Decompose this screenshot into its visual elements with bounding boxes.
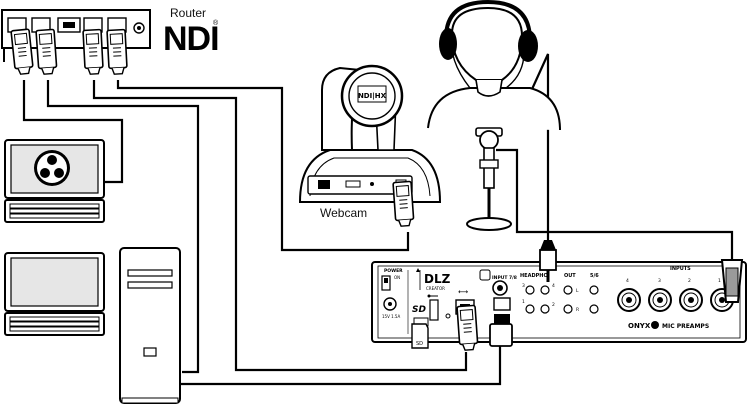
out-l-jack[interactable]	[563, 285, 573, 295]
cable-router-webcam	[116, 80, 410, 252]
ndi-logo: NDI	[163, 20, 220, 58]
laptop-2	[4, 252, 105, 336]
out-label: OUT	[564, 273, 576, 279]
hp-num-3: 3	[522, 283, 525, 289]
rj45-plug-icon	[106, 28, 129, 76]
hp-num-1: 1	[522, 299, 525, 305]
sd-logo-icon: SD	[412, 305, 426, 315]
rj45-plug-icon	[456, 304, 479, 352]
rj45-plug-icon	[392, 180, 415, 228]
host-person	[427, 6, 561, 131]
cable-router-mixer	[92, 80, 468, 372]
xlr-plug-icon	[720, 259, 744, 303]
hp-jack-3[interactable]	[525, 285, 535, 295]
obs-logo-icon	[34, 150, 70, 186]
dc-rating-label: 15V 1.5A	[382, 314, 400, 319]
out-l-label: L	[576, 288, 579, 294]
mic-preamps-label: MIC PREAMPS	[662, 323, 709, 330]
xlr-inputs: 4 3 2 1	[617, 278, 734, 312]
input-num-4: 4	[626, 278, 629, 284]
cable-router-laptop	[22, 80, 124, 184]
dlz-creator-mixer: POWER ON 15V 1.5A DLZ CREATOR SD SD ⟷ IN…	[371, 261, 747, 349]
hp-num-4: 4	[552, 283, 555, 289]
sd-card-icon: SD	[411, 323, 429, 349]
onyx-label: ONYX	[628, 322, 651, 330]
usb-c-port[interactable]	[493, 297, 511, 311]
input-78-label: INPUT 7/8	[492, 275, 517, 281]
svg-text:SD: SD	[416, 341, 423, 347]
ch5-jack[interactable]	[589, 285, 599, 295]
xlr-jack-icon[interactable]	[679, 288, 703, 312]
hp-jack-4[interactable]	[540, 285, 550, 295]
rj45-plug-icon	[35, 28, 58, 76]
router-label: Router	[170, 6, 207, 20]
rj45-plug-icon	[82, 28, 105, 76]
cable-router-computer	[46, 80, 200, 374]
headphones-icon	[439, 0, 538, 62]
desktop-computer	[119, 247, 181, 404]
input-num-3: 3	[658, 278, 661, 284]
rj45-plug-icon	[10, 28, 35, 76]
headphone-plug-icon	[539, 240, 557, 282]
input-num-2: 2	[688, 278, 691, 284]
xlr-jack-icon[interactable]	[648, 288, 672, 312]
ch56-label: 5/6	[590, 273, 599, 279]
laptop-obs	[4, 139, 105, 223]
brand-sub: CREATOR	[426, 286, 445, 291]
usb-c-plug-icon	[489, 314, 513, 347]
xlr-jack-icon[interactable]	[617, 288, 641, 312]
on-label: ON	[394, 275, 400, 280]
out-r-label: R	[576, 307, 579, 313]
inputs-label: INPUTS	[670, 266, 691, 272]
ch6-jack[interactable]	[589, 304, 599, 314]
usb-c-symbol: ⟷	[458, 288, 468, 296]
usb-a-port[interactable]	[429, 299, 439, 321]
input-num-1: 1	[718, 278, 721, 284]
power-label: POWER	[384, 268, 403, 274]
mic-stand-icon	[466, 127, 512, 231]
brand-logo: DLZ	[424, 272, 451, 286]
headphones-label: HEADPHO	[520, 273, 548, 279]
webcam-label: Webcam	[320, 206, 368, 220]
out-r-jack[interactable]	[563, 304, 573, 314]
cable-computer-usb	[148, 346, 502, 386]
registered-mark: ®	[213, 20, 219, 27]
usb-icon	[427, 294, 438, 298]
ptz-webcam: NDI|HX	[298, 64, 442, 203]
ndi-hx-badge: NDI|HX	[358, 92, 387, 101]
cable-headphones	[526, 53, 550, 258]
hp-jack-1[interactable]	[525, 304, 535, 314]
hp-jack-2[interactable]	[540, 304, 550, 314]
cable-mic-xlr	[496, 148, 734, 262]
hp-num-2: 2	[552, 302, 555, 308]
